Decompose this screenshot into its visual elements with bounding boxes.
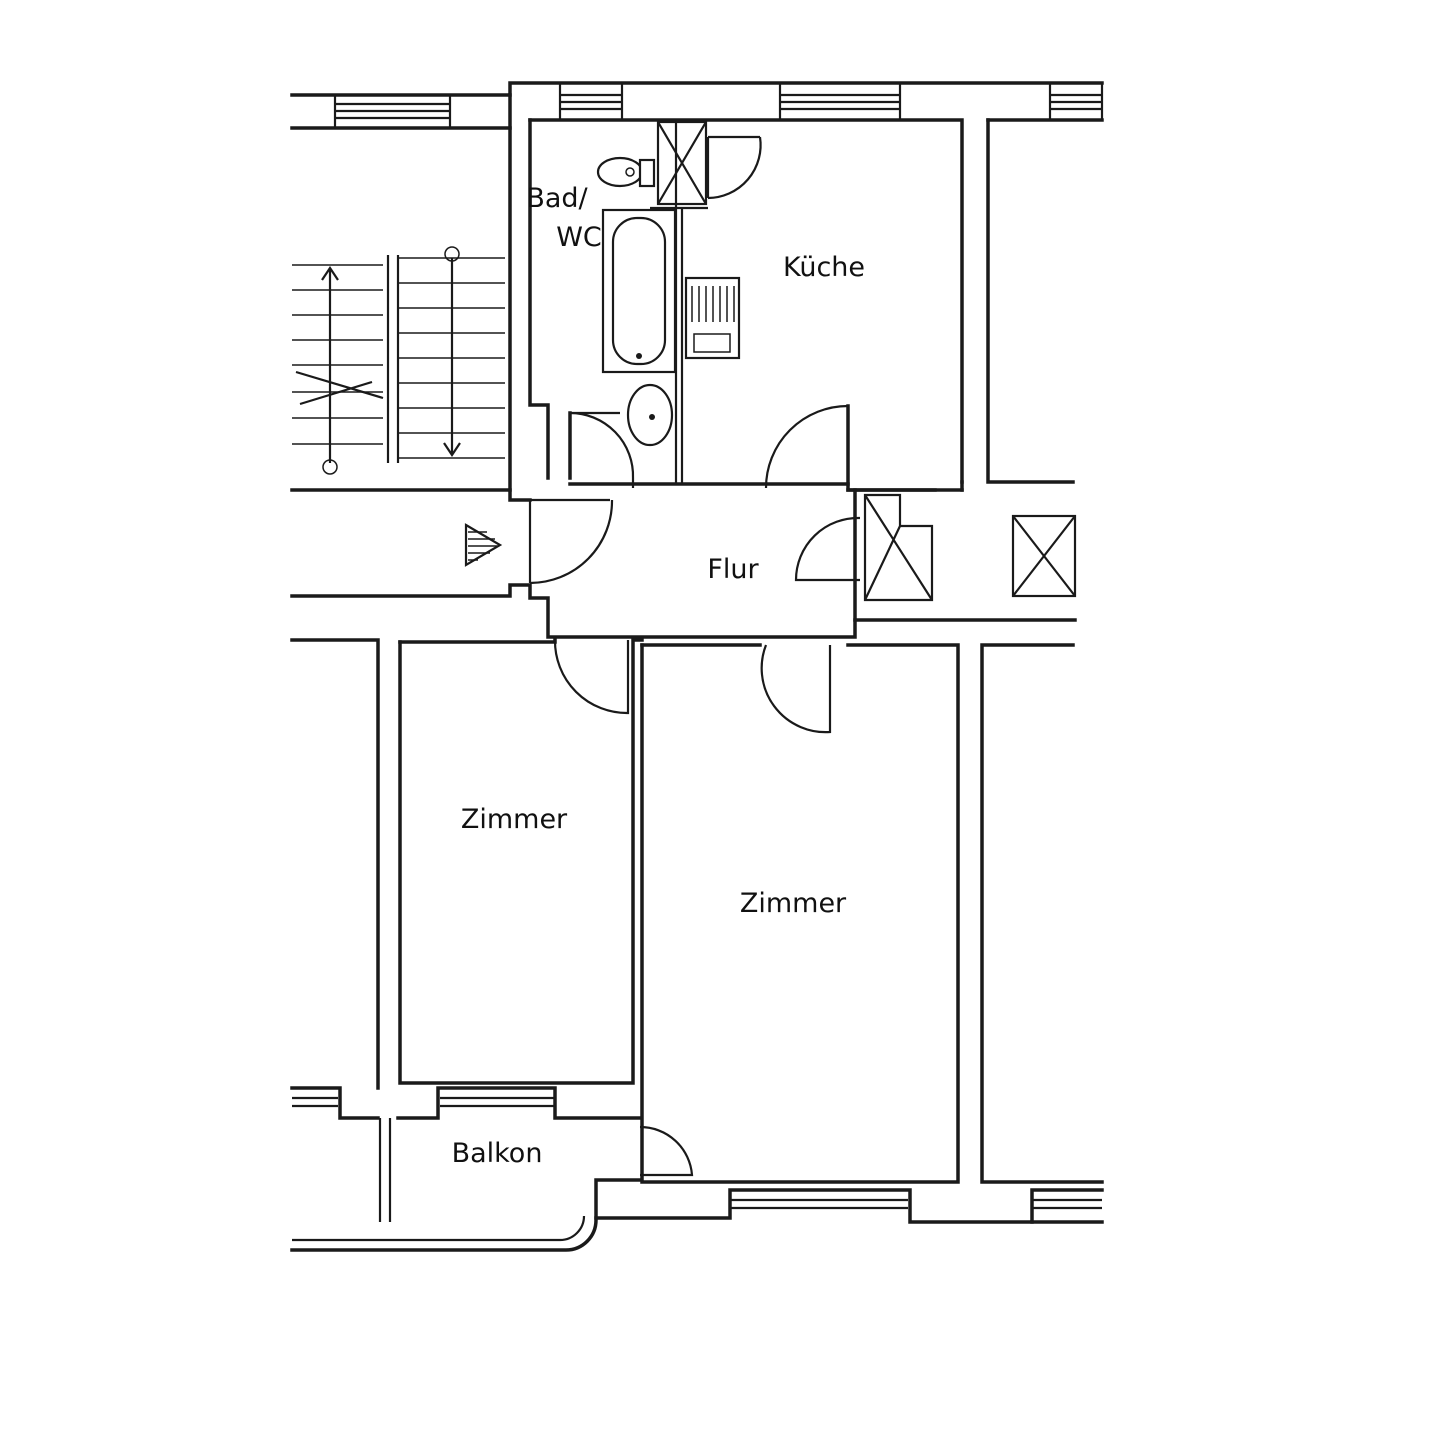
kitchen-door[interactable] bbox=[764, 404, 849, 489]
shaft-icon bbox=[1011, 514, 1077, 598]
flur-right-door[interactable] bbox=[794, 516, 861, 582]
balcony-door[interactable] bbox=[639, 1125, 694, 1177]
staircase-icon bbox=[292, 93, 512, 492]
bath-door[interactable] bbox=[569, 411, 635, 479]
hallway bbox=[290, 118, 1077, 639]
room-label-bad: Bad/ bbox=[526, 183, 588, 214]
shaft-icon bbox=[656, 120, 708, 206]
window-top-1 bbox=[333, 95, 452, 128]
toilet-icon bbox=[596, 156, 656, 188]
room-label-kueche: Küche bbox=[783, 252, 865, 283]
room-label-balkon: Balkon bbox=[452, 1138, 543, 1169]
room-label-zimmer-1: Zimmer bbox=[461, 804, 568, 835]
window-top-2 bbox=[558, 83, 624, 120]
bathtub-icon bbox=[601, 208, 677, 374]
entrance-arrow-icon bbox=[464, 523, 503, 567]
window-balcony bbox=[440, 1096, 555, 1108]
bathroom bbox=[528, 118, 850, 488]
entrance-door[interactable] bbox=[528, 498, 614, 585]
stove-icon bbox=[684, 276, 741, 360]
top-exterior-wall bbox=[290, 81, 1104, 484]
sink-icon bbox=[626, 383, 674, 447]
zimmer-right bbox=[640, 643, 1104, 1184]
room-label-flur: Flur bbox=[707, 554, 759, 585]
kitchen bbox=[684, 276, 964, 492]
room-label-zimmer-2: Zimmer bbox=[740, 888, 847, 919]
zimmer-left bbox=[290, 638, 644, 1090]
zimmer-right-door[interactable] bbox=[760, 644, 832, 734]
window-top-3 bbox=[778, 83, 902, 120]
zimmer-left-door[interactable] bbox=[553, 639, 630, 715]
shaft-icon bbox=[863, 493, 934, 602]
balcony bbox=[290, 1086, 1104, 1252]
window-top-4 bbox=[1048, 83, 1104, 120]
room-label-wc: WC bbox=[556, 222, 602, 253]
